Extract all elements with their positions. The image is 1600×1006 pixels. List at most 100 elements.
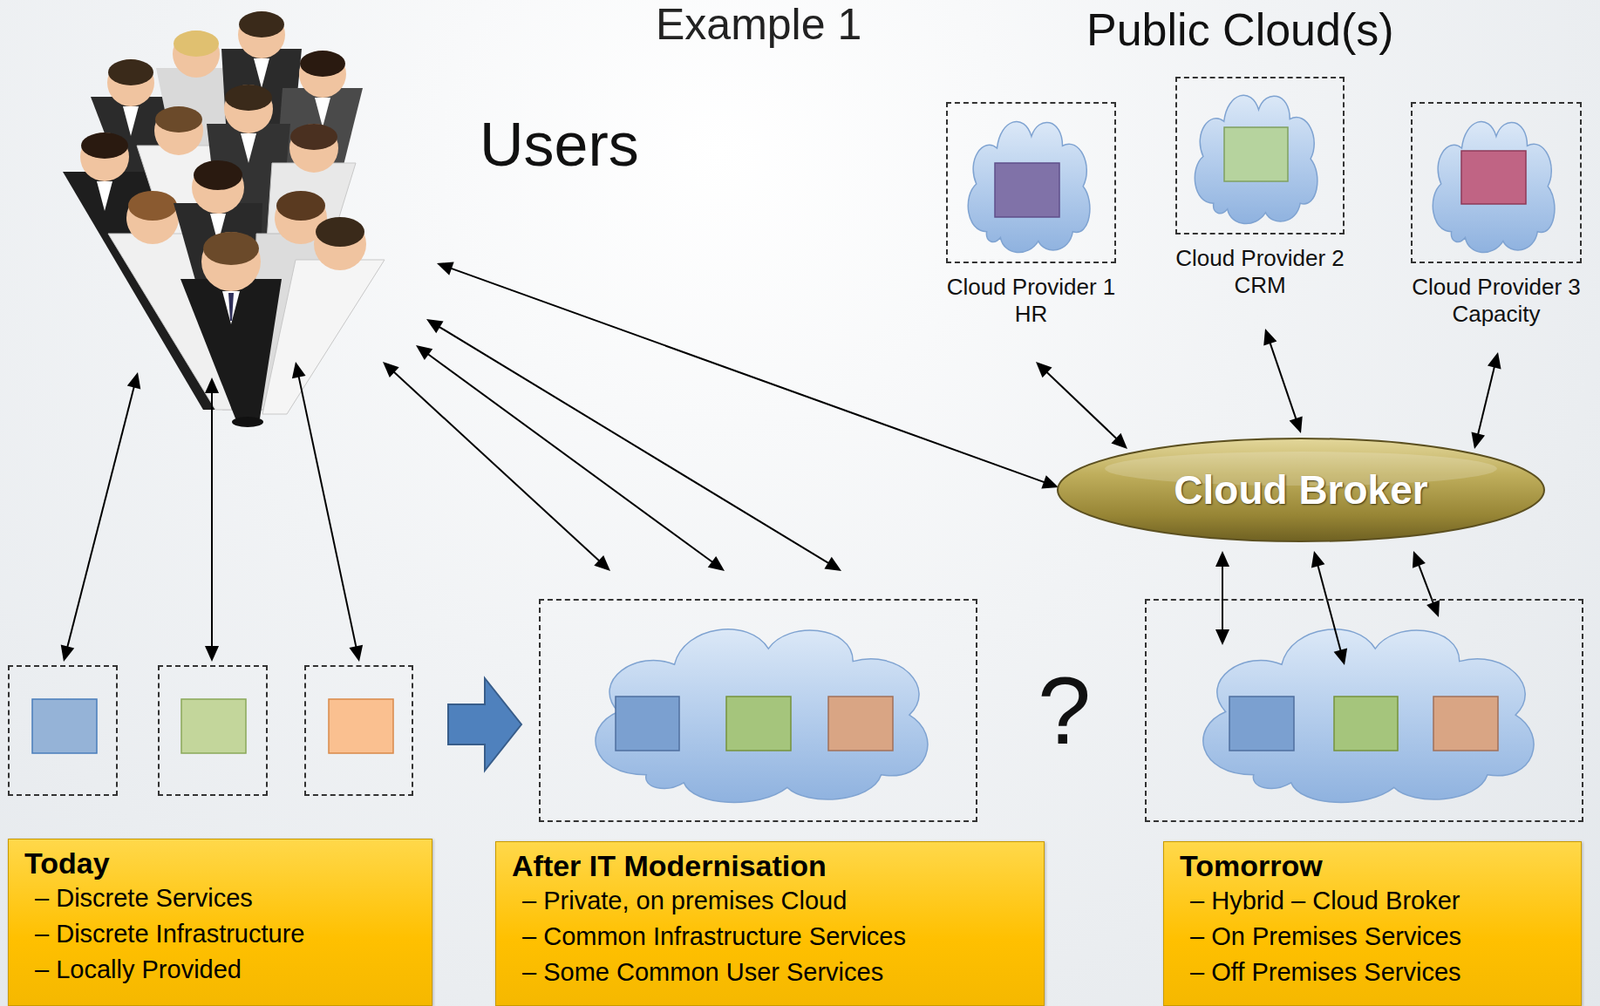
service-square xyxy=(181,699,246,754)
person-part xyxy=(253,58,270,89)
broker-ellipse-shape xyxy=(1057,438,1545,542)
block-arrow-shape xyxy=(448,678,522,771)
service-square xyxy=(1334,696,1398,751)
connector-line xyxy=(1269,341,1297,421)
service-box xyxy=(304,665,414,797)
arrowhead xyxy=(436,262,455,276)
connector xyxy=(1311,551,1348,666)
bullet-item: – Locally Provided xyxy=(24,952,416,988)
connector xyxy=(1470,352,1501,450)
cloud-shape xyxy=(1432,121,1555,252)
person-part xyxy=(126,191,179,245)
arrowhead xyxy=(1426,599,1440,618)
connector xyxy=(61,372,142,662)
person-part xyxy=(224,84,273,111)
arrowhead xyxy=(1263,328,1277,347)
cloud-shape xyxy=(595,629,928,804)
person-part xyxy=(107,59,155,107)
bullet-item: – Some Common User Services xyxy=(511,954,1029,991)
arrowhead xyxy=(292,361,307,379)
person-part xyxy=(231,416,264,428)
connector-line xyxy=(1221,565,1224,632)
panel-heading: After IT Modernisation xyxy=(511,848,1029,884)
arrowhead xyxy=(415,345,433,361)
arrowhead xyxy=(382,361,400,378)
arrowhead xyxy=(1487,352,1502,369)
summary-panel: Today– Discrete Services– Discrete Infra… xyxy=(7,838,433,1006)
arrowhead xyxy=(204,646,219,662)
connector-line xyxy=(67,386,135,649)
panel-heading: Today xyxy=(24,845,416,881)
connector-line xyxy=(449,267,1046,483)
block-arrow xyxy=(448,678,522,771)
provider-box: Cloud Provider 2 CRM xyxy=(1175,76,1345,235)
region-label: Public Cloud(s) xyxy=(1086,4,1395,57)
connector xyxy=(1035,361,1128,450)
cloud-box xyxy=(1144,599,1584,823)
service-box xyxy=(7,665,118,797)
connector xyxy=(204,377,219,662)
person-part xyxy=(96,181,113,212)
person-part xyxy=(289,123,339,173)
bullet-item: – Off Premises Services xyxy=(1179,954,1566,991)
person-part xyxy=(299,50,346,77)
person-part xyxy=(201,231,261,292)
connector xyxy=(382,361,611,572)
person-part xyxy=(240,133,257,164)
person-part xyxy=(155,106,203,133)
arrowhead xyxy=(426,319,444,334)
person-part xyxy=(228,292,234,321)
group-label: Users xyxy=(479,109,640,181)
connector-line xyxy=(1046,371,1118,440)
diagram-title: Example 1 xyxy=(655,0,862,51)
arrowhead xyxy=(1110,433,1128,450)
arrowhead xyxy=(708,556,725,572)
connector xyxy=(415,345,725,572)
arrowhead xyxy=(1289,415,1303,434)
arrowhead xyxy=(1215,629,1230,646)
service-square xyxy=(1224,127,1288,182)
person-part xyxy=(80,132,130,182)
arrowhead xyxy=(823,557,842,572)
arrowhead xyxy=(1041,475,1059,489)
people-group xyxy=(62,11,385,428)
arrowhead xyxy=(204,377,219,394)
arrowhead xyxy=(348,645,363,662)
provider-box: Cloud Provider 1 HR xyxy=(946,102,1117,264)
arrowhead xyxy=(593,555,611,572)
person-part xyxy=(180,279,282,419)
connector-line xyxy=(438,326,831,564)
person-part xyxy=(122,106,139,137)
person-part xyxy=(173,30,219,57)
question-mark: ? xyxy=(1037,655,1091,767)
cloud-shape xyxy=(1203,629,1534,804)
person-part xyxy=(172,30,220,78)
broker-ellipse: Cloud Broker xyxy=(1055,436,1546,544)
person-part xyxy=(315,217,365,247)
cloud-shape xyxy=(967,121,1090,252)
person-part xyxy=(276,190,326,221)
summary-panel: Tomorrow– Hybrid – Cloud Broker– On Prem… xyxy=(1163,841,1582,1006)
person-part xyxy=(154,106,204,156)
service-square xyxy=(828,696,893,751)
person-part xyxy=(203,231,259,266)
users-group: Users xyxy=(55,5,393,429)
person-part xyxy=(238,11,285,38)
provider-label: Cloud Provider 3 Capacity xyxy=(1398,273,1594,328)
service-square xyxy=(1433,696,1498,751)
arrowhead xyxy=(1470,432,1485,450)
service-square xyxy=(615,696,680,751)
connector-line xyxy=(211,391,213,648)
service-square xyxy=(32,699,97,754)
connector xyxy=(426,319,842,572)
connector xyxy=(292,361,363,662)
service-box xyxy=(157,665,268,797)
connector xyxy=(1412,551,1440,618)
service-square xyxy=(1461,150,1526,205)
summary-panel: After IT Modernisation– Private, on prem… xyxy=(495,841,1045,1006)
person xyxy=(262,217,385,415)
provider-label: Cloud Provider 1 HR xyxy=(933,273,1130,328)
arrowhead xyxy=(1035,361,1053,378)
connector xyxy=(1215,551,1230,646)
